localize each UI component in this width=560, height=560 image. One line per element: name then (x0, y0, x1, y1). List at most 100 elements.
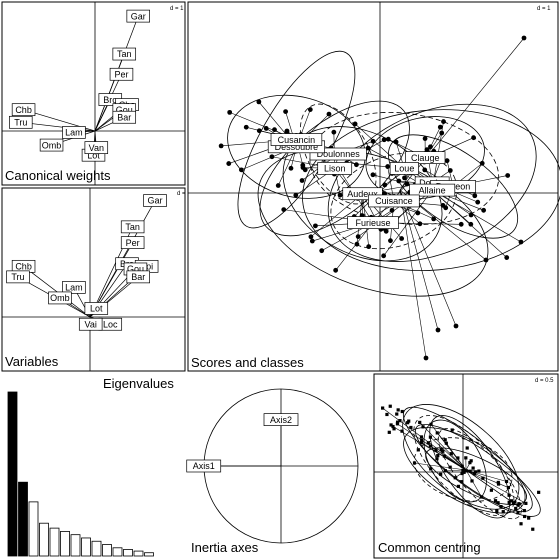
label-vai: Vai (78, 317, 103, 331)
centred-point (504, 479, 509, 484)
eigenvalue-bar-13 (133, 550, 144, 557)
label-lam-box (62, 281, 86, 294)
score-segment (310, 193, 363, 238)
centred-point (453, 476, 457, 480)
score-point (453, 323, 459, 329)
class-label-cusancin: Cusancin (270, 133, 323, 146)
eigenvalue-bar-12 (123, 549, 133, 557)
label-lot-box (84, 302, 109, 315)
label-gar-text: Gar (148, 196, 163, 206)
score-point (381, 253, 387, 259)
centred-segment (382, 407, 467, 471)
score-point (288, 165, 294, 171)
score-point (399, 236, 405, 241)
centred-ellipse (403, 427, 526, 514)
common-centring-title: Common centring (378, 540, 481, 555)
eigenvalue-bar-2 (18, 481, 28, 557)
centred-point (434, 448, 438, 452)
score-segment (432, 189, 522, 243)
label-bar-text: Bar (131, 272, 145, 282)
centred-point (496, 501, 500, 505)
centred-point (465, 446, 469, 450)
label-gar: Gar (143, 194, 167, 207)
variables-scale-label: d = 1 (177, 191, 191, 197)
centred-point (462, 470, 466, 474)
score-point (319, 248, 325, 254)
centred-point (507, 493, 511, 497)
score-point (458, 221, 464, 227)
label-bar-box (112, 110, 137, 124)
variables-title: Variables (5, 354, 59, 369)
class-ellipse (227, 94, 366, 199)
centred-point (388, 404, 392, 408)
label-tru-text: Tru (11, 272, 24, 282)
arrow-tan (94, 53, 125, 132)
centred-point (450, 428, 454, 432)
class-label-allaine: Allaine (409, 183, 456, 197)
centred-point (507, 500, 511, 504)
score-point (389, 207, 395, 213)
inertia-label-axis2-text: Axis2 (270, 415, 292, 425)
score-point (381, 137, 387, 143)
score-segment (399, 189, 457, 327)
centred-segment (445, 469, 467, 471)
centred-point (435, 431, 439, 435)
label-tan-box (112, 47, 137, 61)
score-point (479, 160, 485, 166)
score-point (481, 207, 487, 213)
label-vai-box (78, 317, 103, 331)
centred-point (448, 465, 452, 469)
centred-point (516, 503, 520, 507)
centred-point (537, 490, 541, 494)
eigenvalue-bar-10 (102, 544, 112, 557)
class-ellipse (257, 148, 489, 297)
centred-point (474, 470, 478, 474)
centred-point (420, 438, 424, 442)
label-gar-box (126, 9, 150, 23)
centred-point (436, 454, 440, 458)
canonical-weights-title: Canonical weights (5, 168, 111, 183)
variables-panel: GarTanPerBroSpiGouBarChbTruLamOmbLotLocV… (1, 187, 191, 372)
centred-point (464, 456, 468, 460)
centred-point (412, 461, 417, 465)
centred-point (506, 485, 511, 490)
centred-point (519, 522, 523, 526)
class-label-cusancin-box (270, 133, 323, 146)
label-tan-box (120, 220, 145, 234)
centred-point (460, 471, 464, 476)
centred-point (469, 459, 473, 463)
inertia-marks: Axis1 Axis2 (186, 413, 299, 473)
variables-frame (1, 187, 186, 372)
score-point (308, 234, 314, 240)
score-point (370, 138, 376, 144)
label-per-box (109, 67, 134, 81)
label-lam: Lam (62, 281, 86, 294)
label-lot: Lot (84, 302, 109, 315)
centred-point (387, 430, 391, 434)
score-point (299, 178, 305, 183)
score-point (504, 255, 510, 260)
eigenvalue-bar-3 (28, 501, 39, 557)
score-point (431, 216, 437, 222)
centred-segment (465, 469, 507, 482)
scores-marks: ClaugeLoueDoubsDrugeonAllaineDoulonnesLi… (267, 133, 477, 229)
centred-point (443, 469, 447, 473)
score-segment (335, 222, 374, 271)
scores-frame (187, 1, 559, 372)
label-lot-text: Lot (90, 304, 103, 314)
centred-segment (465, 469, 514, 504)
inertia-label-axis1: Axis1 (186, 459, 222, 473)
class-label-cuisance-box (368, 194, 420, 208)
centred-point (416, 448, 420, 452)
eigenvalue-bar-6 (60, 531, 70, 557)
label-bar-text: Bar (117, 112, 131, 122)
eigenvalue-bar-14 (144, 552, 154, 557)
centred-point (391, 424, 395, 429)
class-label-loue-text: Loue (394, 164, 414, 174)
score-point (218, 143, 224, 149)
centred-point (428, 435, 433, 439)
score-segment (399, 189, 427, 359)
centred-segment (430, 436, 467, 471)
score-point (337, 192, 343, 198)
centred-point (499, 504, 503, 509)
